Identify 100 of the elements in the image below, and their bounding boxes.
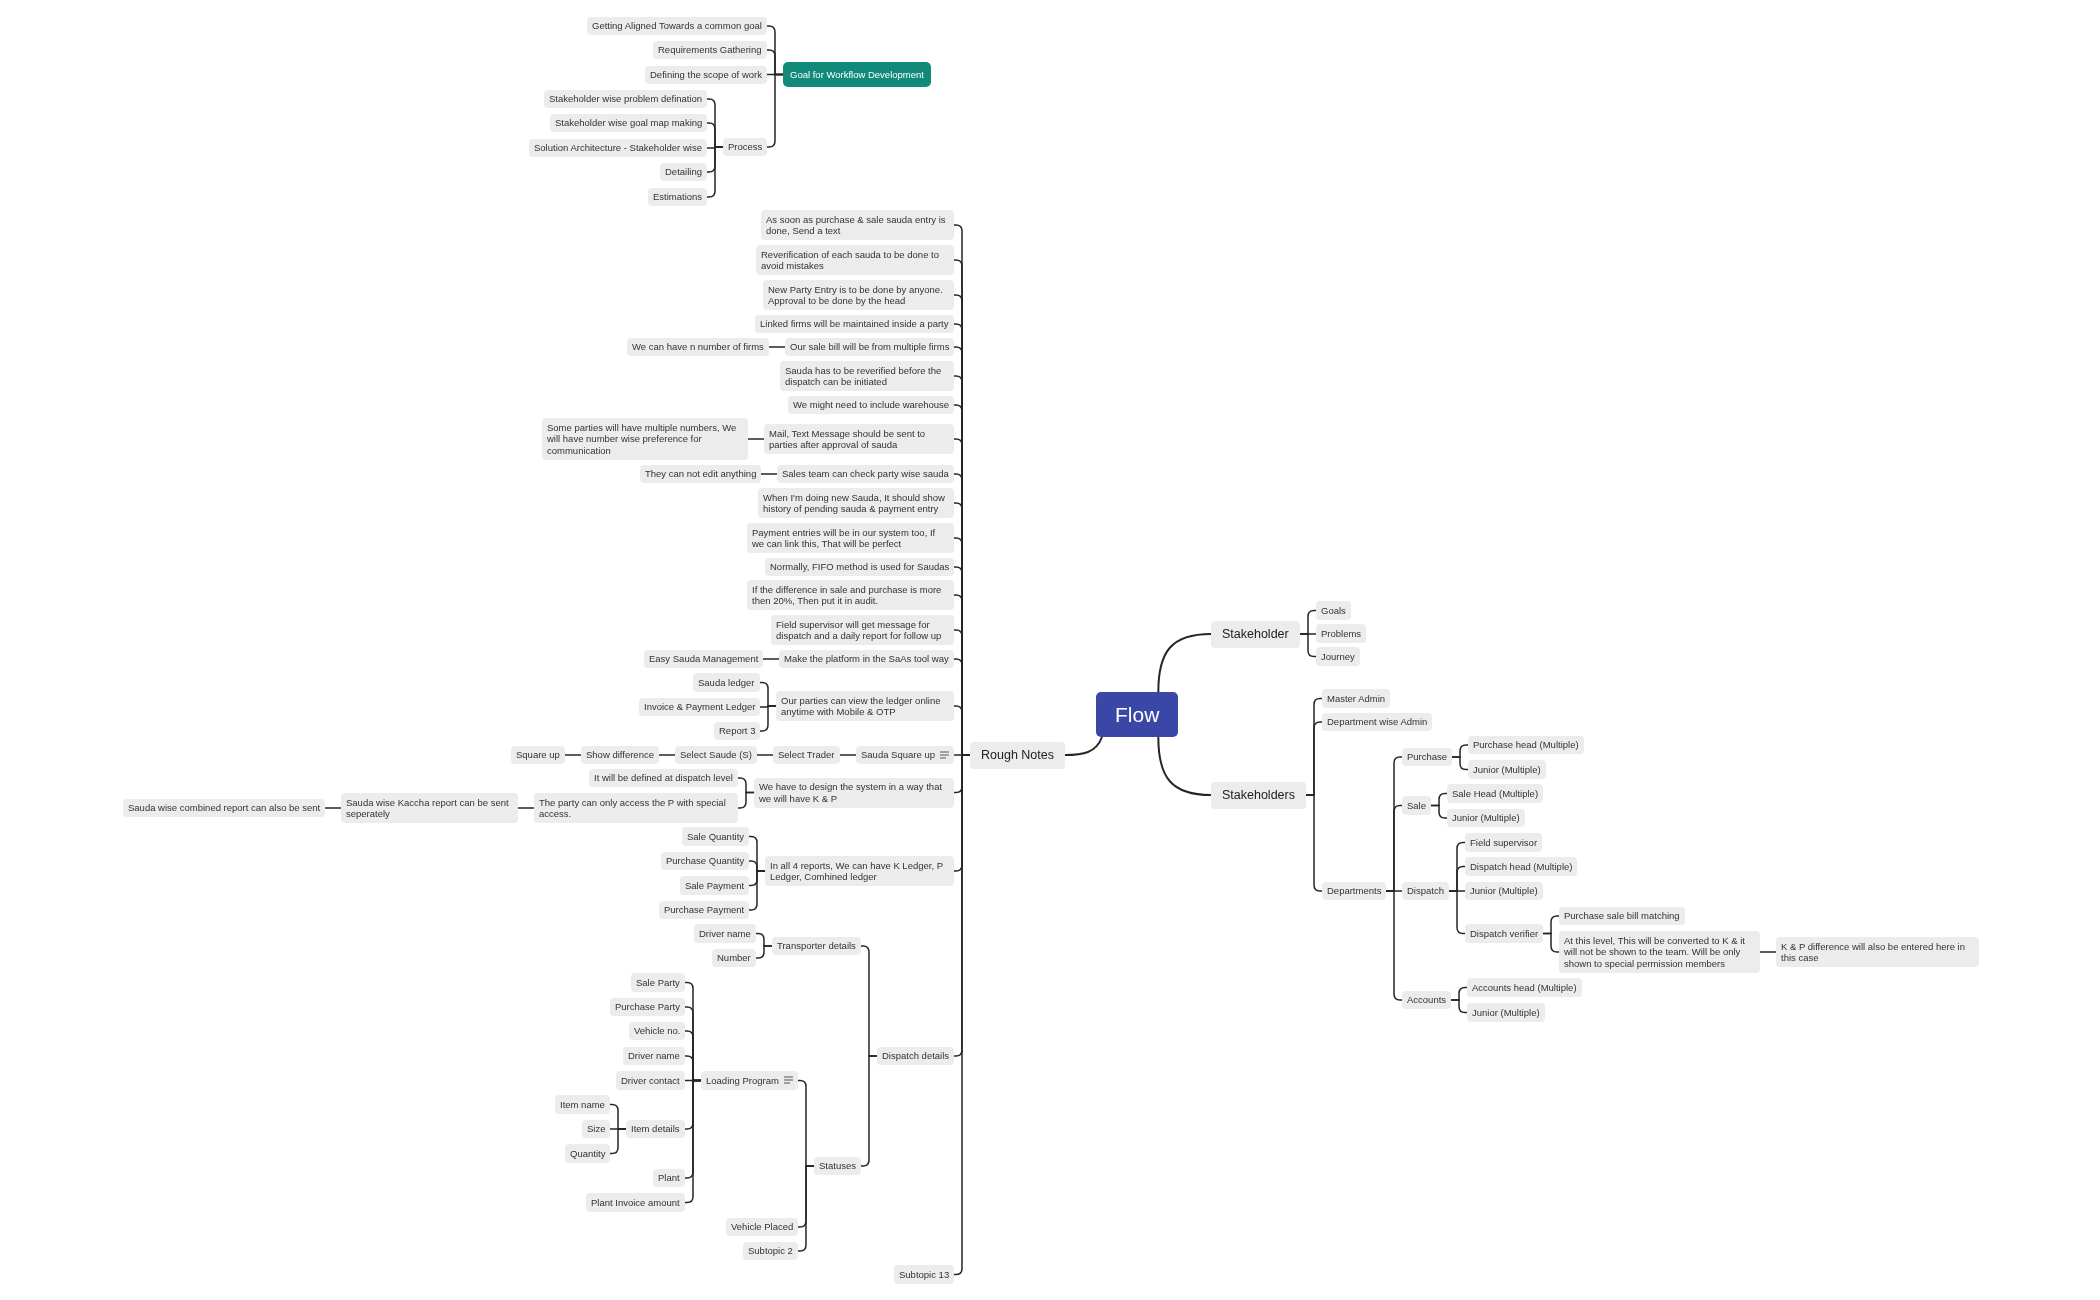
topic-text: Department wise Admin xyxy=(1327,716,1428,728)
topic-text: Junior (Multiple) xyxy=(1473,763,1541,775)
topic-text: Stakeholder wise goal map making xyxy=(555,117,703,129)
topic-text: Size xyxy=(587,1123,606,1135)
topic-text: Estimations xyxy=(653,191,703,203)
topic-box xyxy=(1322,689,1391,708)
topic-text: Stakeholders xyxy=(1222,787,1295,803)
topic-box xyxy=(1465,924,1544,943)
topic-text: Easy Sauda Management xyxy=(649,653,759,665)
topic-text: Subtopic 13 xyxy=(899,1268,950,1280)
topic-text: Subtopic 2 xyxy=(748,1245,793,1257)
topic-text: As soon as purchase & sale sauda entry is done, Send a text xyxy=(766,213,947,237)
central-topic-box xyxy=(1096,692,1179,737)
connector-line xyxy=(1299,633,1317,635)
topic-box xyxy=(1402,747,1453,766)
connector-line xyxy=(1451,756,1469,771)
topic-text: Problems xyxy=(1321,627,1362,639)
topic-box xyxy=(785,337,955,356)
topic-box xyxy=(756,245,954,275)
topic-box xyxy=(877,1046,955,1065)
topic-text: Dispatch head (Multiple) xyxy=(1470,860,1573,872)
branch-curve xyxy=(1064,736,1103,756)
topic-box xyxy=(644,649,764,668)
connector-line xyxy=(1305,794,1323,892)
topic-text: Stakeholder xyxy=(1222,626,1289,642)
topic-box xyxy=(659,900,750,919)
topic-text: Linked firms will be maintained inside a party xyxy=(760,318,949,330)
topic-box xyxy=(550,113,708,132)
topic-text: Number xyxy=(717,952,751,964)
connector-line xyxy=(737,791,755,809)
topic-box xyxy=(682,827,750,846)
topic-text: The party can only access the P with special access. xyxy=(539,796,727,820)
topic-box xyxy=(771,615,954,645)
topic-box xyxy=(776,691,954,721)
topic-text: Departments xyxy=(1327,885,1382,897)
topic-text: Purchase Quantity xyxy=(666,855,745,867)
topic-text: We have to design the system in a way that we will have K & P xyxy=(759,781,944,804)
branch-curve xyxy=(1157,633,1212,693)
topic-box xyxy=(586,1193,685,1212)
topic-text: Dispatch verifier xyxy=(1470,927,1539,939)
topic-box xyxy=(1402,796,1431,815)
connector-line xyxy=(658,754,676,756)
topic-box xyxy=(1559,906,1685,925)
topic-box xyxy=(529,138,707,157)
topic-box xyxy=(754,777,954,808)
topic-text: Purchase xyxy=(1407,751,1448,763)
topic-text: Vehicle Placed xyxy=(731,1221,794,1233)
topic-box xyxy=(755,314,954,333)
topic-text: Statuses xyxy=(819,1160,856,1172)
topic-box xyxy=(1467,1003,1545,1022)
topic-box xyxy=(747,580,954,610)
topic-box xyxy=(788,395,955,414)
topic-box xyxy=(341,793,518,823)
topic-box xyxy=(565,1144,611,1163)
topic-box xyxy=(511,745,565,764)
topic-box xyxy=(616,1071,685,1090)
topic-box xyxy=(648,187,708,206)
topic-text: Plant Invoice amount xyxy=(591,1196,680,1208)
topic-text: Invoice & Payment Ledger xyxy=(644,701,756,713)
topic-box xyxy=(747,523,954,553)
topic-box xyxy=(1447,784,1544,803)
topic-box xyxy=(1465,857,1578,876)
topic-text: Make the platform in the SaAs tool way xyxy=(784,653,949,665)
topic-text: Plant xyxy=(658,1172,680,1184)
topic-box xyxy=(723,137,768,156)
topic-box xyxy=(627,337,769,356)
topic-text: Requirements Gathering xyxy=(658,44,762,56)
topic-box xyxy=(1316,624,1367,643)
topic-box xyxy=(1447,808,1525,827)
topic-text: Flow xyxy=(1115,702,1160,728)
topic-box xyxy=(714,721,761,740)
topic-box xyxy=(780,361,954,391)
topic-text: Journey xyxy=(1321,650,1355,662)
connector-line xyxy=(768,346,786,348)
topic-box xyxy=(763,280,954,310)
topic-text: Vehicle no. xyxy=(634,1025,681,1037)
topic-text: At this level, This will be converted to K & it will not be shown to the team. Will be only shown to special permission members xyxy=(1564,934,1746,969)
topic-text: Master Admin xyxy=(1327,692,1386,704)
topic-text: Loading Program xyxy=(706,1074,779,1086)
topic-text: Purchase Payment xyxy=(664,904,745,916)
topic-text: Sauda wise Kaccha report can be sent seperately xyxy=(346,796,510,820)
topic-text: Item name xyxy=(560,1098,605,1110)
topic-text: Junior (Multiple) xyxy=(1452,812,1520,824)
topic-text: When I'm doing new Sauda, It should show history of pending sauda & payment entry xyxy=(763,491,946,515)
topic-box xyxy=(712,948,756,967)
topic-text: Driver contact xyxy=(621,1074,680,1086)
topic-box xyxy=(661,851,750,870)
topic-text: Mail, Text Message should be sent to parties after approval of sauda xyxy=(769,427,927,451)
topic-box xyxy=(693,673,760,692)
topic-text: Transporter details xyxy=(777,940,856,952)
topic-text: We can have n number of firms xyxy=(632,341,764,353)
topic-box xyxy=(653,40,767,59)
topic-text: Report 3 xyxy=(719,725,756,737)
topic-box xyxy=(743,1241,798,1260)
topic-box xyxy=(640,464,762,483)
topic-text: Sauda wise combined report can also be sent xyxy=(128,802,321,814)
topic-box xyxy=(773,745,840,764)
topic-box xyxy=(764,424,954,454)
topic-text: Sale Payment xyxy=(685,879,745,891)
topic-text: Sales team can check party wise sauda xyxy=(782,468,949,480)
